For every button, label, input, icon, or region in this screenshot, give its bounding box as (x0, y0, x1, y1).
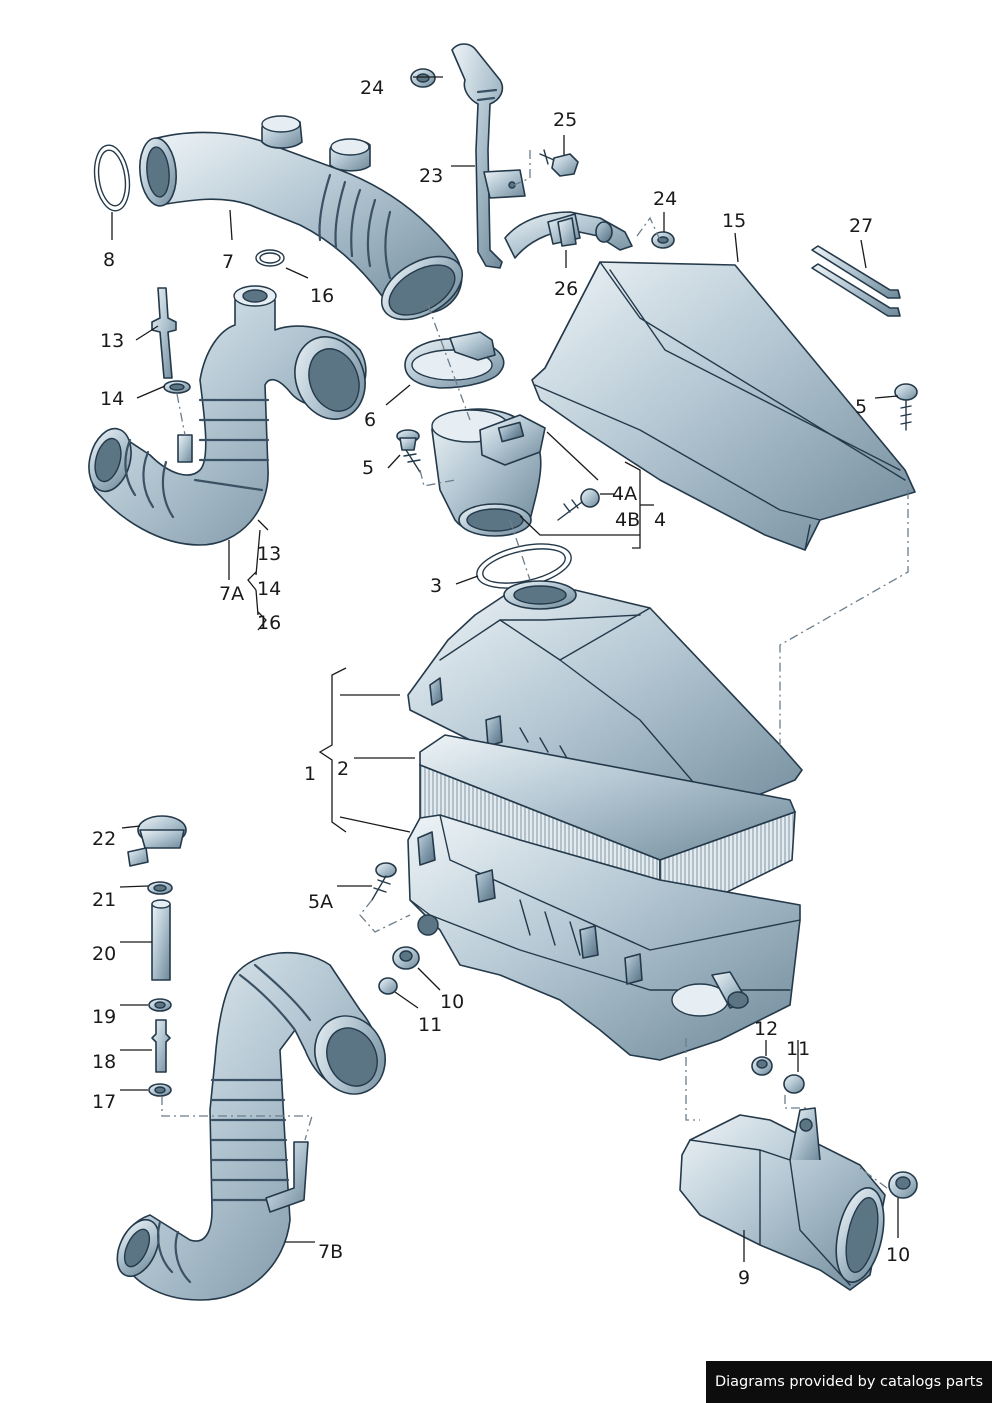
label-4B: 4B (615, 509, 640, 531)
label-5-right: 5 (855, 396, 867, 418)
grommet-12 (751, 1056, 773, 1076)
label-6: 6 (364, 409, 376, 431)
vent-pipe-23 (451, 43, 633, 269)
label-20: 20 (92, 943, 116, 965)
label-27: 27 (849, 215, 873, 237)
assembly-line-housing-duct (685, 1038, 700, 1121)
clamp-24-mid (651, 231, 675, 249)
screw-5A (371, 862, 397, 901)
assembly-line-grommet10-duct (859, 1167, 888, 1189)
hose-20 (151, 899, 171, 981)
label-8: 8 (103, 249, 115, 271)
label-9: 9 (738, 1267, 750, 1289)
label-22: 22 (92, 828, 116, 850)
screw-5-right (894, 383, 918, 431)
air-mass-meter-4 (431, 408, 546, 537)
intake-pipe-7A (88, 285, 367, 546)
label-3: 3 (430, 575, 442, 597)
label-14-top: 14 (100, 388, 124, 410)
connector-13 (151, 287, 177, 379)
label-11-left: 11 (418, 1014, 442, 1036)
clamp-24-top (410, 68, 436, 88)
intake-pipe-7 (139, 115, 464, 321)
label-7B: 7B (318, 1241, 343, 1263)
assembly-line-screw-meter (419, 469, 456, 487)
label-23: 23 (419, 165, 443, 187)
air-duct-9 (679, 1107, 886, 1291)
label-10-left: 10 (440, 991, 464, 1013)
assembly-line-grommet-duct (784, 1095, 806, 1109)
label-7: 7 (222, 251, 234, 273)
o-ring-8 (93, 144, 131, 212)
holder-26 (557, 217, 577, 247)
grommet-10-right (888, 1171, 918, 1199)
grommet-10-left (392, 946, 420, 970)
hose-clamp-6 (404, 331, 505, 389)
assembly-line-pipe-meter (427, 304, 471, 421)
clamp-14 (163, 380, 191, 394)
clamp-17 (148, 1083, 172, 1097)
credit-banner: Diagrams provided by catalogs parts (706, 1361, 992, 1403)
connector-18 (151, 1019, 171, 1073)
label-13-bottom: 13 (257, 543, 281, 565)
label-4A: 4A (612, 483, 637, 505)
assembly-line-connector-pipe (161, 1096, 313, 1141)
label-11-right: 11 (786, 1038, 810, 1060)
assembly-line-clamp14 (176, 393, 186, 436)
label-2: 2 (337, 758, 349, 780)
assembly-line-meter-housing (509, 519, 531, 581)
assembly-line-clamp-hose (636, 216, 661, 241)
screw-4b (557, 488, 600, 521)
assembly-line-screw5a (359, 899, 411, 933)
label-5A: 5A (308, 891, 333, 913)
label-21: 21 (92, 889, 116, 911)
label-14-bottom: 14 (257, 578, 281, 600)
label-17: 17 (92, 1091, 116, 1113)
label-16-top: 16 (310, 285, 334, 307)
part-labels: 8 7 16 13 14 6 5 4A 4B 4 3 24 23 25 24 2… (92, 77, 910, 1289)
screw-5-left (396, 429, 421, 473)
intake-pipe-7B (116, 951, 386, 1301)
cap-22 (127, 815, 187, 867)
assembly-line-cover-housing (779, 490, 909, 745)
housing-lower-1 (407, 814, 801, 1061)
label-13-top: 13 (100, 330, 124, 352)
bolt-25 (539, 149, 579, 177)
label-24-top: 24 (360, 77, 384, 99)
label-4: 4 (654, 509, 666, 531)
assembly-line-bolt-bracket (513, 150, 531, 186)
label-26: 26 (554, 278, 578, 300)
label-12: 12 (754, 1018, 778, 1040)
label-5-left: 5 (362, 457, 374, 479)
label-7A: 7A (219, 583, 244, 605)
label-15: 15 (722, 210, 746, 232)
label-1: 1 (304, 763, 316, 785)
clamp-21 (147, 881, 173, 895)
label-19: 19 (92, 1006, 116, 1028)
seal-16 (255, 249, 285, 267)
clamp-19 (148, 998, 172, 1012)
label-18: 18 (92, 1051, 116, 1073)
leader-lines (111, 76, 899, 1262)
label-16-bottom: 16 (257, 612, 281, 634)
label-10-right: 10 (886, 1244, 910, 1266)
grommet-11-left (378, 977, 398, 995)
filter-cover-15 (531, 261, 916, 551)
cable-ties-27 (811, 245, 901, 317)
label-24-mid: 24 (653, 188, 677, 210)
grommet-11-right (783, 1074, 805, 1094)
label-25: 25 (553, 109, 577, 131)
